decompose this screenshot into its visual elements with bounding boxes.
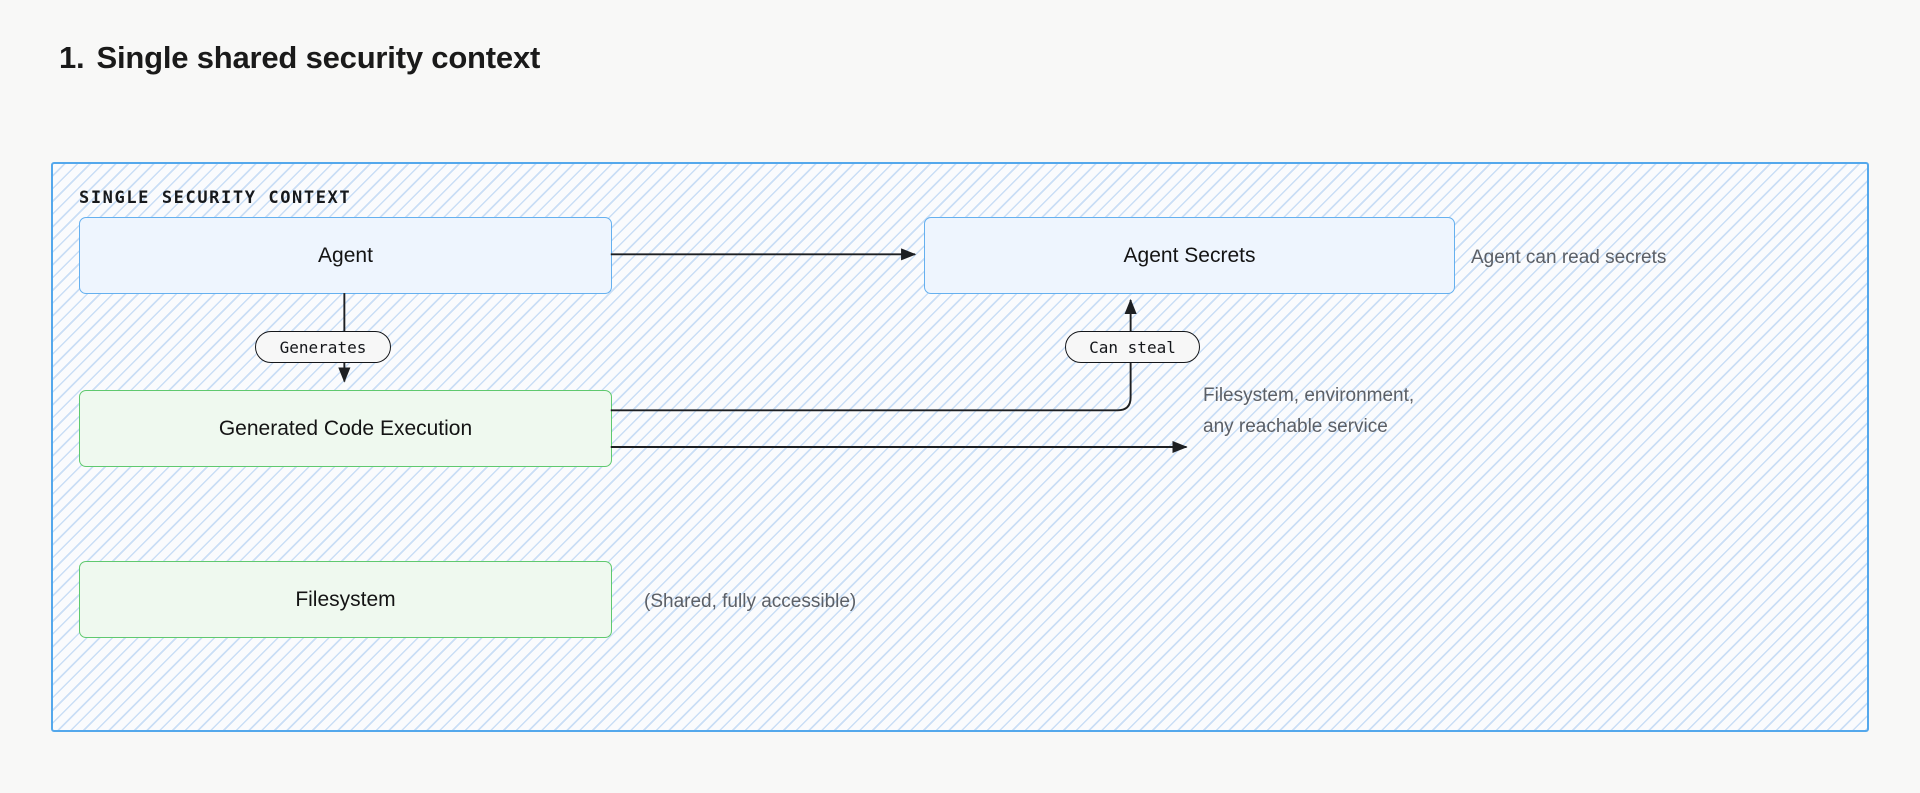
annotation-agent-can-read-secrets: Agent can read secrets	[1471, 247, 1667, 268]
node-generated-code-execution-label: Generated Code Execution	[218, 416, 473, 440]
edge-label-generates-text: Generates	[279, 337, 367, 357]
edge-label-generates: Generates	[255, 331, 391, 363]
node-generated-code-execution[interactable]: Generated Code Execution	[79, 390, 612, 467]
node-agent-secrets-label: Agent Secrets	[1123, 243, 1256, 267]
node-agent-secrets[interactable]: Agent Secrets	[924, 217, 1455, 294]
security-context-container: SINGLE SECURITY CONTEXT Agent Agent Secr…	[51, 162, 1869, 732]
annotation-filesystem-shared: (Shared, fully accessible)	[644, 591, 857, 612]
edge-label-can-steal: Can steal	[1065, 331, 1200, 363]
edge-codeexec-to-secrets	[610, 298, 1137, 412]
node-filesystem[interactable]: Filesystem	[79, 561, 612, 638]
node-agent-label: Agent	[318, 243, 373, 267]
container-label: SINGLE SECURITY CONTEXT	[79, 188, 352, 208]
annotation-reachable-resources: Filesystem, environment, any reachable s…	[1203, 385, 1415, 437]
node-filesystem-label: Filesystem	[295, 587, 396, 611]
page-title: 1. Single shared security context	[59, 40, 540, 76]
edge-label-can-steal-text: Can steal	[1089, 337, 1176, 357]
node-agent[interactable]: Agent	[79, 217, 612, 294]
page-title-number: 1.	[59, 40, 85, 75]
page-title-text: Single shared security context	[96, 40, 541, 75]
